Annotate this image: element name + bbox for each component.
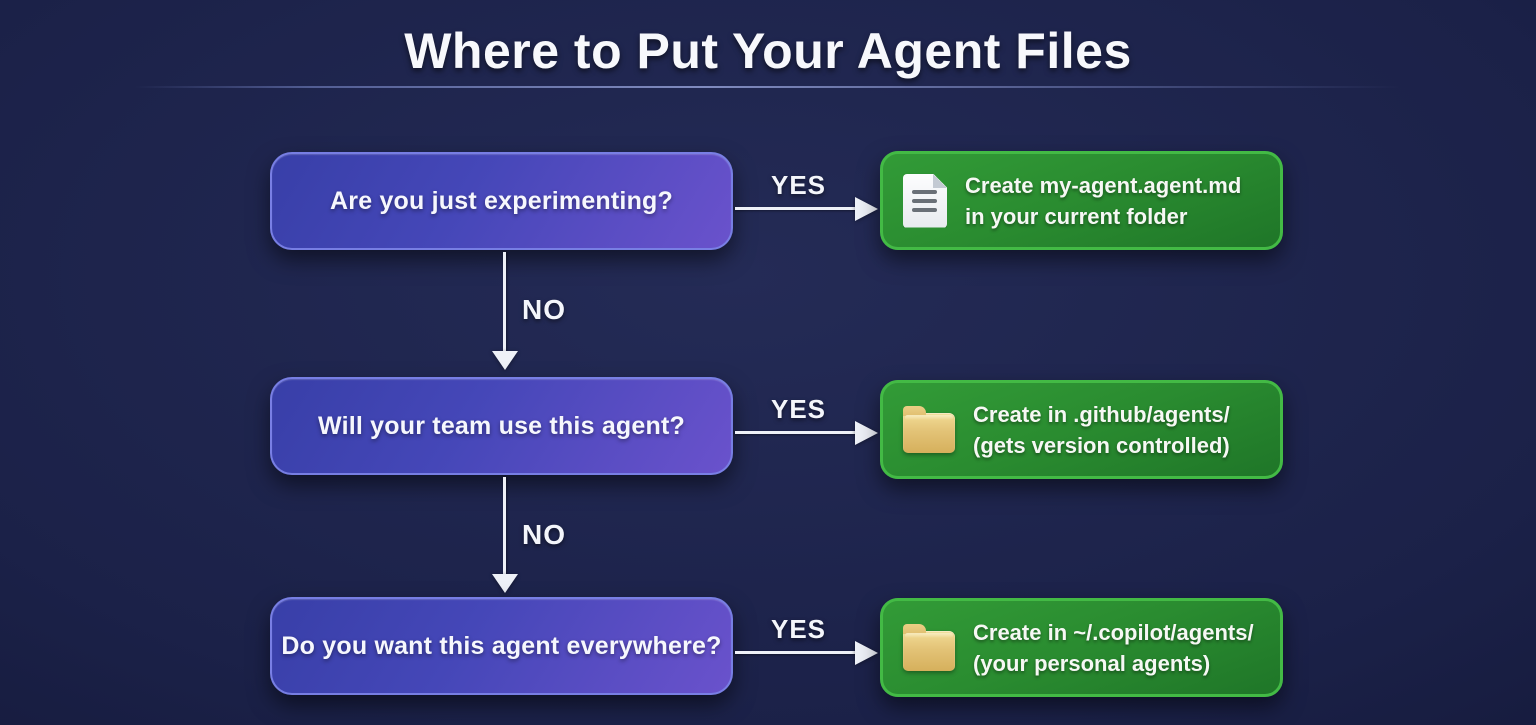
arrow-head-icon [492, 351, 518, 370]
folder-icon [903, 405, 955, 453]
answer-text: Create in ~/.copilot/agents/ (your perso… [973, 617, 1254, 679]
no-arrow-1: NO [492, 252, 565, 370]
document-fold [933, 174, 947, 188]
answer-line: Create in ~/.copilot/agents/ [973, 619, 1254, 645]
answer-text: Create my-agent.agent.md in your current… [965, 170, 1241, 232]
folder-icon [903, 623, 955, 671]
answer-text: Create in .github/agents/ (gets version … [973, 399, 1230, 461]
folder-highlight [905, 632, 953, 638]
page-title: Where to Put Your Agent Files [404, 23, 1132, 79]
arrow-head-icon [855, 197, 878, 221]
arrow-line [503, 252, 506, 352]
question-box-agent-everywhere: Do you want this agent everywhere? [270, 597, 733, 695]
arrow-line [735, 651, 856, 654]
document-text-line [912, 199, 937, 203]
question-text: Do you want this agent everywhere? [281, 631, 722, 660]
answer-line: in your current folder [965, 203, 1188, 229]
folder-tab [903, 405, 926, 416]
answer-line: Create in .github/agents/ [973, 401, 1230, 427]
yes-arrow-2: YES [735, 394, 878, 445]
question-box-experimenting: Are you just experimenting? [270, 152, 733, 250]
no-arrow-2: NO [492, 477, 565, 593]
document-text-line [912, 190, 937, 194]
title-divider [135, 86, 1400, 88]
arrow-head-icon [855, 641, 878, 665]
question-text: Will your team use this agent? [318, 411, 685, 440]
answer-line: (your personal agents) [973, 650, 1211, 676]
answer-box-current-folder: Create my-agent.agent.md in your current… [880, 151, 1283, 250]
no-label: NO [522, 294, 566, 326]
answer-line: (gets version controlled) [973, 432, 1230, 458]
arrow-line [735, 431, 856, 434]
yes-arrow-1: YES [735, 170, 878, 221]
yes-arrow-3: YES [735, 614, 878, 665]
document-text-line [912, 208, 937, 212]
arrow-head-icon [492, 574, 518, 593]
question-box-team-use: Will your team use this agent? [270, 377, 733, 475]
document-icon [903, 174, 947, 228]
folder-highlight [905, 414, 953, 420]
folder-tab [903, 623, 926, 634]
no-label: NO [522, 518, 566, 550]
yes-label: YES [770, 170, 827, 200]
arrow-line [503, 477, 506, 575]
answer-line: Create my-agent.agent.md [965, 172, 1242, 198]
arrow-line [735, 207, 856, 210]
arrow-head-icon [855, 421, 878, 445]
answer-box-copilot-agents: Create in ~/.copilot/agents/ (your perso… [880, 598, 1283, 697]
yes-label: YES [770, 614, 827, 644]
yes-label: YES [770, 394, 827, 424]
answer-box-github-agents: Create in .github/agents/ (gets version … [880, 380, 1283, 479]
question-text: Are you just experimenting? [330, 186, 673, 215]
